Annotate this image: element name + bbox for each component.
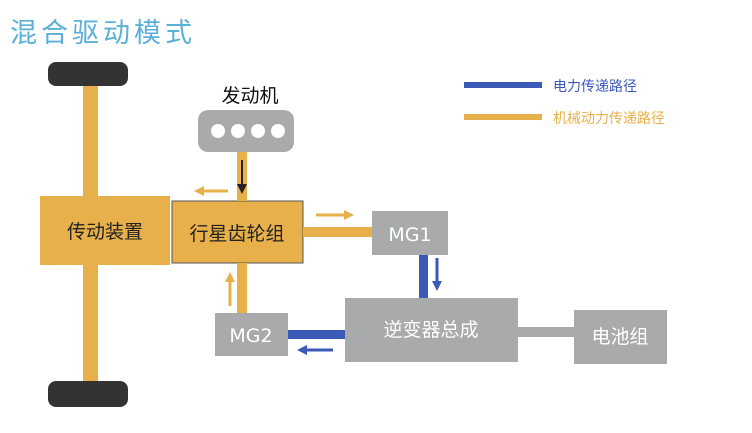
transmission-label: 传动装置: [67, 221, 143, 243]
inverter-mg2-link: [288, 330, 345, 339]
cylinder-icon: [211, 124, 225, 138]
inverter-label: 逆变器总成: [383, 319, 478, 341]
front-wheel: [48, 62, 128, 86]
to-mg2-arrow-head-icon: [297, 345, 307, 355]
mg1-inverter-link: [419, 255, 428, 299]
mg2-box: [215, 313, 288, 356]
mg1-label: MG1: [388, 224, 431, 246]
engine-cylinders: [211, 124, 285, 138]
inverter-box: [345, 298, 518, 362]
engine-box: [198, 110, 294, 152]
engine-label: 发动机: [221, 85, 278, 107]
to-mg1-arrow-head-icon: [344, 210, 354, 220]
to-transmission-arrow-head-icon: [194, 186, 204, 196]
legend-mechanical-label: 机械动力传递路径: [553, 111, 665, 127]
inverter-battery-link: [518, 327, 574, 337]
engine-arrow-head-icon: [237, 184, 247, 194]
battery-box: [574, 310, 667, 364]
mg1-box: [372, 211, 448, 255]
rear-wheel: [48, 381, 128, 407]
cylinder-icon: [251, 124, 265, 138]
mg2-planetary-shaft: [237, 263, 247, 313]
legend-electric-label: 电力传递路径: [553, 79, 637, 95]
planetary-mg1-shaft: [303, 227, 373, 237]
mg2-label: MG2: [229, 325, 272, 347]
diagram-title: 混合驱动模式: [10, 18, 196, 49]
to-planetary-arrow-head-icon: [225, 272, 235, 282]
cylinder-icon: [231, 124, 245, 138]
battery-label: 电池组: [591, 326, 648, 348]
planetary-gear-box: [171, 200, 304, 264]
legend-electric-swatch: [464, 82, 542, 88]
planetary-gear-label: 行星齿轮组: [189, 223, 284, 245]
legend-mechanical-swatch: [464, 114, 542, 120]
transmission-box: [40, 196, 170, 265]
to-inverter-arrow-head-icon: [432, 281, 442, 291]
legend: 电力传递路径 机械动力传递路径: [464, 79, 665, 127]
cylinder-icon: [271, 124, 285, 138]
